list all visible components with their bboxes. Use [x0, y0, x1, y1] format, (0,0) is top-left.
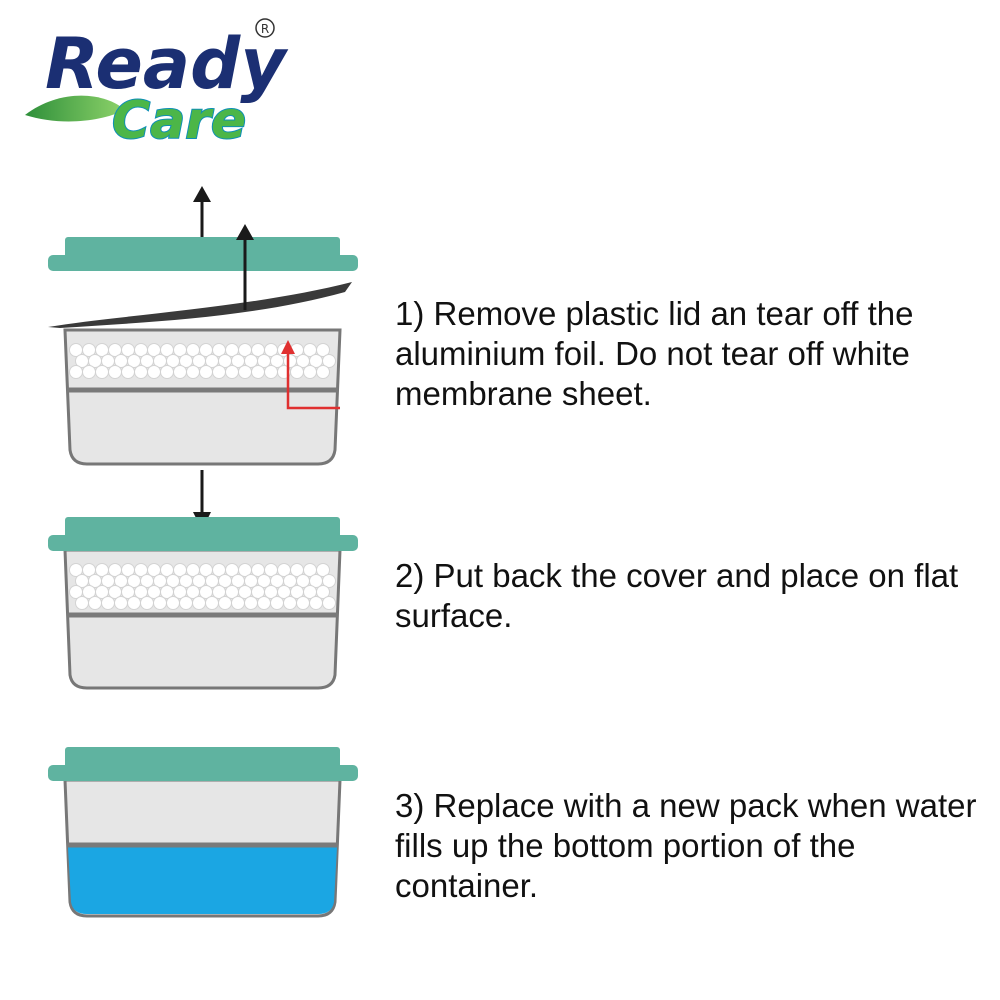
red-arrow-icon — [281, 340, 340, 410]
bead — [205, 596, 219, 610]
bead — [212, 365, 226, 379]
bead — [199, 365, 213, 379]
bead — [290, 365, 304, 379]
bead — [82, 365, 96, 379]
bead — [283, 596, 297, 610]
bead — [134, 365, 148, 379]
bead — [231, 596, 245, 610]
registered-mark-circle — [255, 18, 275, 38]
bead — [316, 343, 330, 357]
bead — [264, 365, 278, 379]
bead — [316, 365, 330, 379]
bead — [75, 596, 89, 610]
step-2-instruction: 2) Put back the cover and place on flat … — [395, 557, 959, 634]
bead — [127, 596, 141, 610]
bead — [140, 596, 154, 610]
bead — [257, 596, 271, 610]
bead — [179, 596, 193, 610]
bead — [69, 365, 83, 379]
bead — [238, 365, 252, 379]
desiccant-beads — [69, 563, 336, 610]
leaf-icon — [25, 95, 125, 122]
bead — [316, 563, 330, 577]
desiccant-beads — [69, 343, 336, 379]
bead — [192, 596, 206, 610]
bead — [153, 596, 167, 610]
bead — [218, 596, 232, 610]
aluminium-foil — [48, 282, 352, 328]
bead — [251, 365, 265, 379]
bead — [160, 365, 174, 379]
step-3-instruction: 3) Replace with a new pack when water fi… — [395, 787, 977, 904]
bead — [316, 585, 330, 599]
bead — [108, 365, 122, 379]
step-2-illustration — [48, 470, 358, 690]
bead — [121, 365, 135, 379]
plastic-lid — [65, 517, 340, 539]
bead — [244, 596, 258, 610]
logo-ready-text: Ready — [45, 23, 289, 105]
logo-care-text: Care — [112, 91, 246, 150]
bead — [88, 596, 102, 610]
bead — [322, 354, 336, 368]
plastic-lid-rim — [48, 535, 358, 551]
plastic-lid-rim — [48, 255, 358, 271]
bead — [225, 365, 239, 379]
bead — [270, 596, 284, 610]
plastic-lid-rim — [48, 765, 358, 781]
bead — [309, 596, 323, 610]
bead — [173, 365, 187, 379]
bead — [322, 596, 336, 610]
bead — [296, 596, 310, 610]
plastic-lid — [65, 237, 340, 259]
registered-mark: R — [261, 22, 269, 36]
bead — [186, 365, 200, 379]
bead — [303, 365, 317, 379]
bead — [322, 574, 336, 588]
bead — [95, 365, 109, 379]
lift-arrow-icon — [193, 186, 211, 237]
step-1-illustration — [48, 186, 358, 480]
step-3-illustration — [48, 747, 358, 918]
plastic-lid — [65, 747, 340, 769]
bead — [147, 365, 161, 379]
collected-water — [68, 847, 337, 914]
step-1-instruction: 1) Remove plastic lid an tear off the al… — [395, 295, 914, 412]
bead — [101, 596, 115, 610]
peel-arrow-icon — [236, 224, 254, 310]
ready-care-logo: Ready Care R — [25, 18, 290, 150]
bead — [166, 596, 180, 610]
bead — [114, 596, 128, 610]
